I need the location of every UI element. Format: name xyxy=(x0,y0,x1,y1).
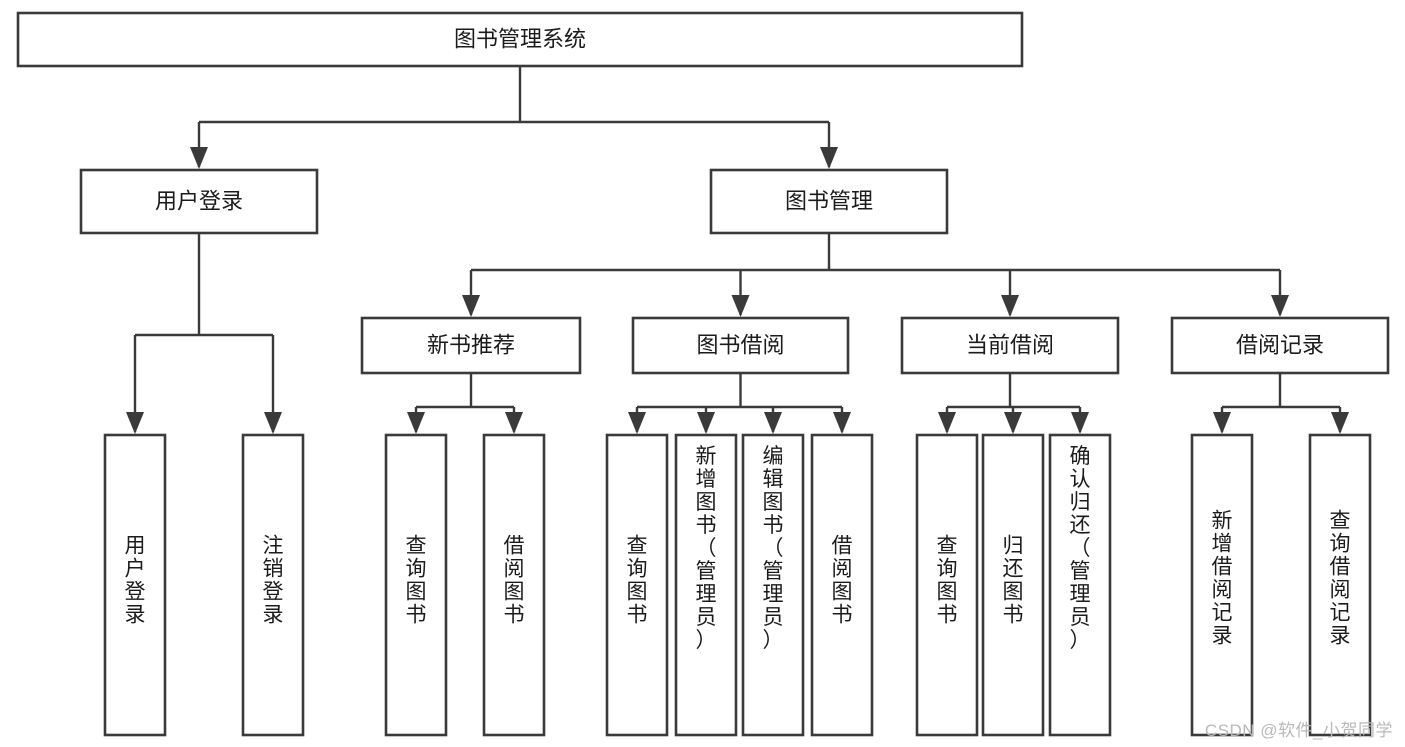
node-leaf-edit-book[interactable]: 编辑图书（管理员） xyxy=(741,433,805,737)
node-leaf-edit-book-box xyxy=(741,433,805,737)
node-book-management[interactable]: 图书管理 xyxy=(709,168,949,235)
node-leaf-user-login-label: 用户登录 xyxy=(125,535,146,627)
arrow-head-icon xyxy=(505,412,523,434)
node-new-book-recommend[interactable]: 新书推荐 xyxy=(360,316,582,375)
node-leaf-query-book-current-label: 查询图书 xyxy=(937,535,958,627)
node-leaf-add-borrow-record-box xyxy=(1190,433,1254,737)
node-leaf-query-borrow-record[interactable]: 查询借阅记录 xyxy=(1308,433,1372,737)
node-leaf-borrow-book-rec[interactable]: 借阅图书 xyxy=(482,433,546,737)
arrow-head-icon xyxy=(1071,412,1089,434)
node-borrow-record-label: 借阅记录 xyxy=(1236,332,1324,357)
node-root-box xyxy=(16,11,1024,68)
node-leaf-add-book-label: 新增图书（管理员） xyxy=(696,445,717,652)
node-leaf-query-book-current-box xyxy=(915,433,979,737)
node-user-login-box xyxy=(79,168,319,235)
node-leaf-add-book[interactable]: 新增图书（管理员） xyxy=(674,433,738,737)
arrow-head-icon xyxy=(407,412,425,434)
node-leaf-confirm-return-box xyxy=(1048,433,1112,737)
node-borrow-record[interactable]: 借阅记录 xyxy=(1170,316,1390,375)
arrow-head-icon xyxy=(264,412,282,434)
node-leaf-query-book-borrow[interactable]: 查询图书 xyxy=(605,433,669,737)
arrow-head-icon xyxy=(731,295,750,317)
node-current-borrow-label: 当前借阅 xyxy=(966,332,1054,357)
arrow-head-icon xyxy=(938,412,956,434)
node-current-borrow-box xyxy=(900,316,1120,375)
node-leaf-edit-book-label: 编辑图书（管理员） xyxy=(763,445,784,652)
node-leaf-query-borrow-record-label: 查询借阅记录 xyxy=(1330,510,1351,648)
node-leaf-confirm-return[interactable]: 确认归还（管理员） xyxy=(1048,433,1112,737)
arrow-head-icon xyxy=(462,295,480,317)
arrow-head-icon xyxy=(820,147,838,169)
node-leaf-user-login-box xyxy=(103,433,167,737)
arrow-head-icon xyxy=(190,147,208,169)
node-user-login[interactable]: 用户登录 xyxy=(79,168,319,235)
arrow-head-icon xyxy=(1213,412,1231,434)
arrow-head-icon xyxy=(1004,412,1022,434)
node-leaf-add-book-box xyxy=(674,433,738,737)
arrow-head-icon xyxy=(628,412,646,434)
node-leaf-query-book-rec[interactable]: 查询图书 xyxy=(384,433,448,737)
node-leaf-user-login[interactable]: 用户登录 xyxy=(103,433,167,737)
node-leaf-query-book-rec-label: 查询图书 xyxy=(406,535,427,627)
arrow-head-icon xyxy=(833,412,851,434)
node-leaf-query-borrow-record-box xyxy=(1308,433,1372,737)
node-leaf-return-book-box xyxy=(981,433,1045,737)
arrow-head-icon xyxy=(764,412,782,434)
node-new-book-recommend-box xyxy=(360,316,582,375)
node-root[interactable]: 图书管理系统 xyxy=(16,11,1024,68)
node-leaf-query-book-borrow-label: 查询图书 xyxy=(627,535,648,627)
arrow-head-icon xyxy=(1271,295,1289,317)
arrow-head-icon xyxy=(697,412,715,434)
node-borrow-record-box xyxy=(1170,316,1390,375)
node-leaf-query-book-current[interactable]: 查询图书 xyxy=(915,433,979,737)
arrow-head-icon xyxy=(1001,295,1019,317)
node-user-login-label: 用户登录 xyxy=(155,188,243,213)
node-leaf-add-borrow-record[interactable]: 新增借阅记录 xyxy=(1190,433,1254,737)
node-book-management-box xyxy=(709,168,949,235)
node-root-label: 图书管理系统 xyxy=(454,26,586,51)
node-new-book-recommend-label: 新书推荐 xyxy=(427,332,515,357)
arrow-head-icon xyxy=(126,412,144,434)
node-leaf-return-book-label: 归还图书 xyxy=(1003,535,1024,627)
node-leaf-logout-login-box xyxy=(241,433,305,737)
node-current-borrow[interactable]: 当前借阅 xyxy=(900,316,1120,375)
node-book-borrow-label: 图书借阅 xyxy=(696,332,784,357)
connector-layer xyxy=(126,66,1349,434)
node-leaf-logout-login[interactable]: 注销登录 xyxy=(241,433,305,737)
arrow-head-icon xyxy=(1331,412,1349,434)
node-leaf-borrow-book[interactable]: 借阅图书 xyxy=(810,433,874,737)
node-leaf-logout-login-label: 注销登录 xyxy=(263,535,284,627)
node-leaf-return-book[interactable]: 归还图书 xyxy=(981,433,1045,737)
node-leaf-query-book-borrow-box xyxy=(605,433,669,737)
node-book-management-label: 图书管理 xyxy=(785,188,873,213)
node-leaf-query-book-rec-box xyxy=(384,433,448,737)
node-leaf-borrow-book-label: 借阅图书 xyxy=(832,535,853,627)
node-book-borrow-box xyxy=(631,316,850,375)
node-leaf-add-borrow-record-label: 新增借阅记录 xyxy=(1212,510,1233,648)
node-leaf-borrow-book-box xyxy=(810,433,874,737)
node-leaf-borrow-book-rec-label: 借阅图书 xyxy=(504,535,525,627)
node-book-borrow[interactable]: 图书借阅 xyxy=(631,316,850,375)
node-leaf-borrow-book-rec-box xyxy=(482,433,546,737)
node-leaf-confirm-return-label: 确认归还（管理员） xyxy=(1070,445,1091,652)
node-layer: 图书管理系统用户登录图书管理新书推荐图书借阅当前借阅借阅记录用户登录注销登录查询… xyxy=(16,11,1390,737)
